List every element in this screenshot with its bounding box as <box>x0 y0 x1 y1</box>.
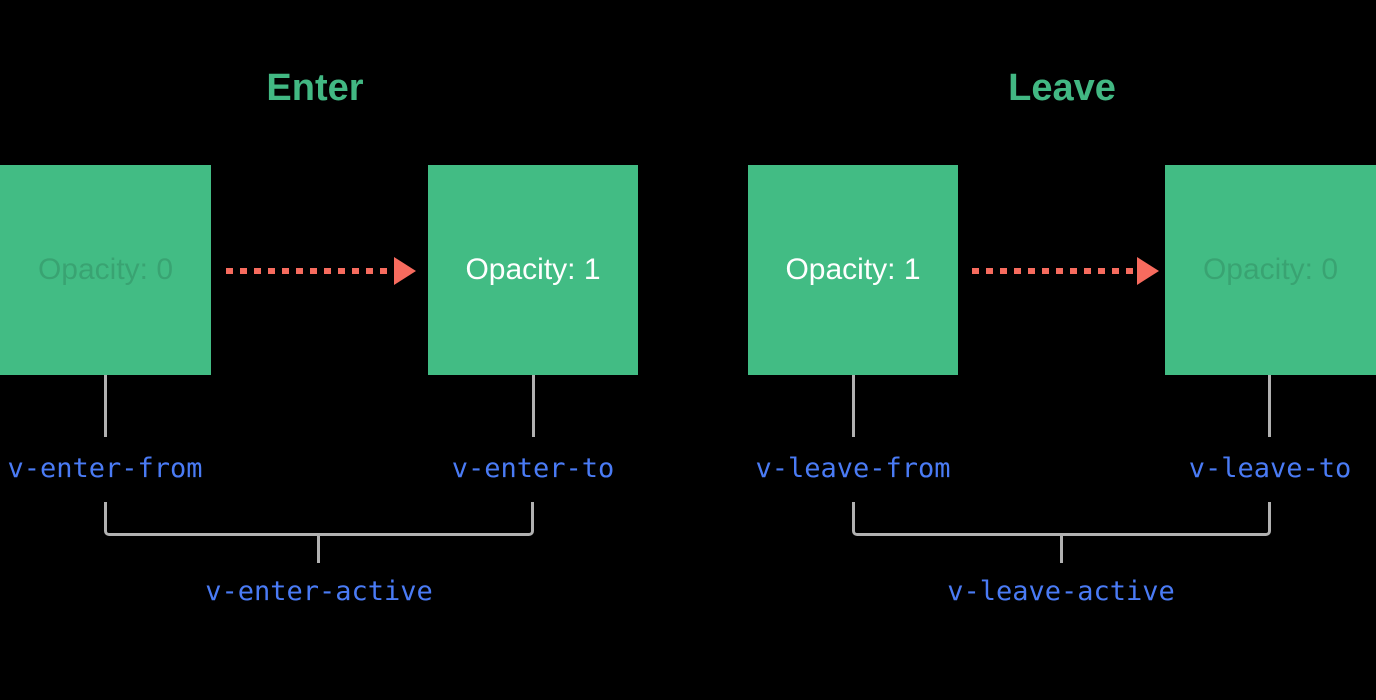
dashed-line <box>972 268 1137 274</box>
enter-from-opacity-label: Opacity: 0 <box>37 253 174 286</box>
enter-to-opacity-label: Opacity: 1 <box>465 253 601 286</box>
enter-from-box: Opacity: 0 <box>0 165 211 375</box>
leave-to-box: Opacity: 0 <box>1165 165 1376 375</box>
leave-from-box: Opacity: 1 <box>748 165 958 375</box>
arrow-right-icon <box>1137 257 1159 285</box>
enter-from-connector-line <box>104 375 107 437</box>
v-enter-from-label: v-enter-from <box>7 453 203 484</box>
leave-active-bracket <box>852 502 1271 536</box>
v-enter-to-label: v-enter-to <box>451 453 615 484</box>
v-leave-to-label: v-leave-to <box>1188 453 1352 484</box>
dashed-line <box>226 268 394 274</box>
v-leave-from-label: v-leave-from <box>755 453 951 484</box>
leave-from-opacity-label: Opacity: 1 <box>785 253 921 286</box>
leave-to-connector-line <box>1268 375 1271 437</box>
enter-active-stub-line <box>317 536 320 563</box>
v-leave-active-label: v-leave-active <box>947 576 1175 607</box>
enter-to-connector-line <box>532 375 535 437</box>
leave-to-opacity-label: Opacity: 0 <box>1202 253 1339 286</box>
leave-active-stub-line <box>1060 536 1063 563</box>
leave-from-connector-line <box>852 375 855 437</box>
v-enter-active-label: v-enter-active <box>205 576 433 607</box>
leave-section-title: Leave <box>1008 67 1116 109</box>
arrow-right-icon <box>394 257 416 285</box>
leave-transition-arrow <box>972 257 1159 285</box>
enter-to-box: Opacity: 1 <box>428 165 638 375</box>
enter-transition-arrow <box>226 257 416 285</box>
enter-active-bracket <box>104 502 534 536</box>
enter-section-title: Enter <box>266 67 364 109</box>
